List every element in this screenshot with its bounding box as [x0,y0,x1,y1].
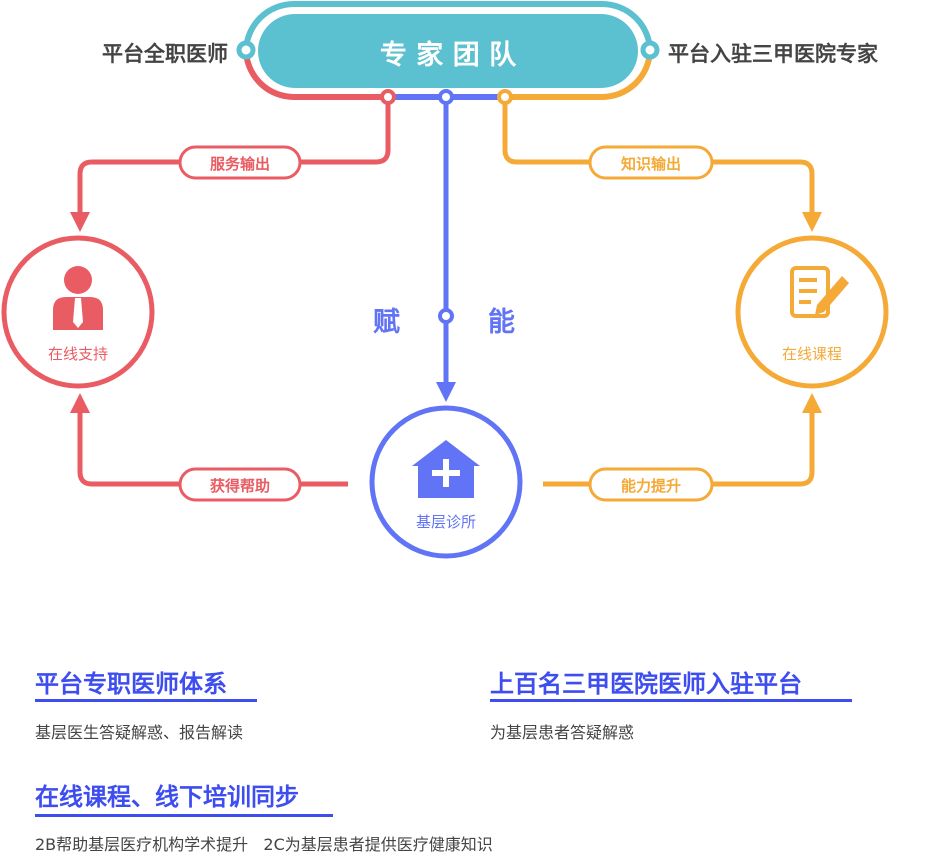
pill [178,145,302,180]
capability-line [543,393,822,487]
pill-outer-red [243,49,388,100]
online-support-label: 在线支持 [47,345,108,363]
pill-outer-orange [505,49,653,100]
dot [380,89,396,105]
empower-char-2: 能 [488,307,515,338]
service-output-label: 服务输出 [209,155,270,173]
doctor-person-icon [53,266,103,330]
feature-title: 平台专职医师体系 [35,670,227,698]
pill [588,467,714,502]
feature-desc: 基层医生答疑解惑、报告解读 [35,723,244,742]
pill [588,145,714,180]
capability-label: 能力提升 [620,477,681,495]
feature-underline [35,814,333,817]
dot [438,89,454,105]
feature-underline [490,699,852,702]
feature-title: 上百名三甲医院医师入驻平台 [490,670,802,698]
feature-desc: 2B帮助基层医疗机构学术提升 2C为基层患者提供医疗健康知识 [35,835,493,854]
pill-inner [258,14,638,88]
get-help-label: 获得帮助 [209,477,270,495]
dot [438,308,454,324]
dot [497,89,513,105]
team-title: 专 家 团 队 [379,40,517,71]
clinic-label: 基层诊所 [415,513,476,531]
feature-underline [35,699,257,702]
right-label: 平台入驻三甲医院专家 [668,42,878,66]
pill-outer-top [243,0,653,51]
pill [178,467,302,502]
house-plus-icon [412,440,480,498]
dot [236,40,256,60]
document-pen-icon [790,266,849,318]
left-label: 平台全职医师 [102,42,228,66]
online-course-circle [735,235,889,389]
knowledge-output-label: 知识输出 [620,155,681,173]
online-course-label: 在线课程 [781,345,842,363]
empower-char-1: 赋 [373,307,400,338]
dot [640,40,660,60]
feature-desc: 为基层患者答疑解惑 [490,723,635,742]
feature-title: 在线课程、线下培训同步 [35,783,299,811]
get-help-line [70,393,348,487]
